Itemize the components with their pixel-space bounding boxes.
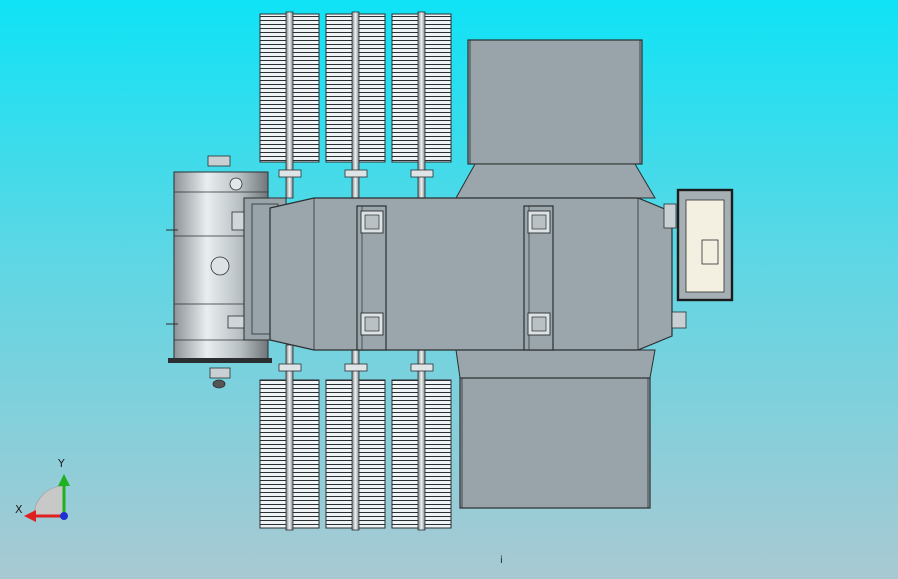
upper-radiator-banks	[259, 11, 452, 199]
radiator-header-pipe-lower-1	[285, 344, 294, 531]
coordinate-triad	[24, 474, 70, 522]
status-mark: i	[500, 555, 503, 566]
z-axis-dot	[60, 512, 68, 520]
x-axis-label: X	[15, 503, 23, 516]
lower-radiator-banks	[259, 344, 452, 531]
radiator-header-pipe-lower-3	[417, 344, 426, 531]
upper-cooler-box	[455, 39, 656, 199]
lower-cooler-box	[455, 349, 656, 509]
radiator-header-pipe-upper-1	[285, 11, 294, 199]
control-cabinet	[676, 188, 734, 302]
radiator-header-pipe-lower-2	[351, 344, 360, 531]
main-tank	[243, 197, 687, 351]
y-axis-label: Y	[58, 457, 65, 470]
